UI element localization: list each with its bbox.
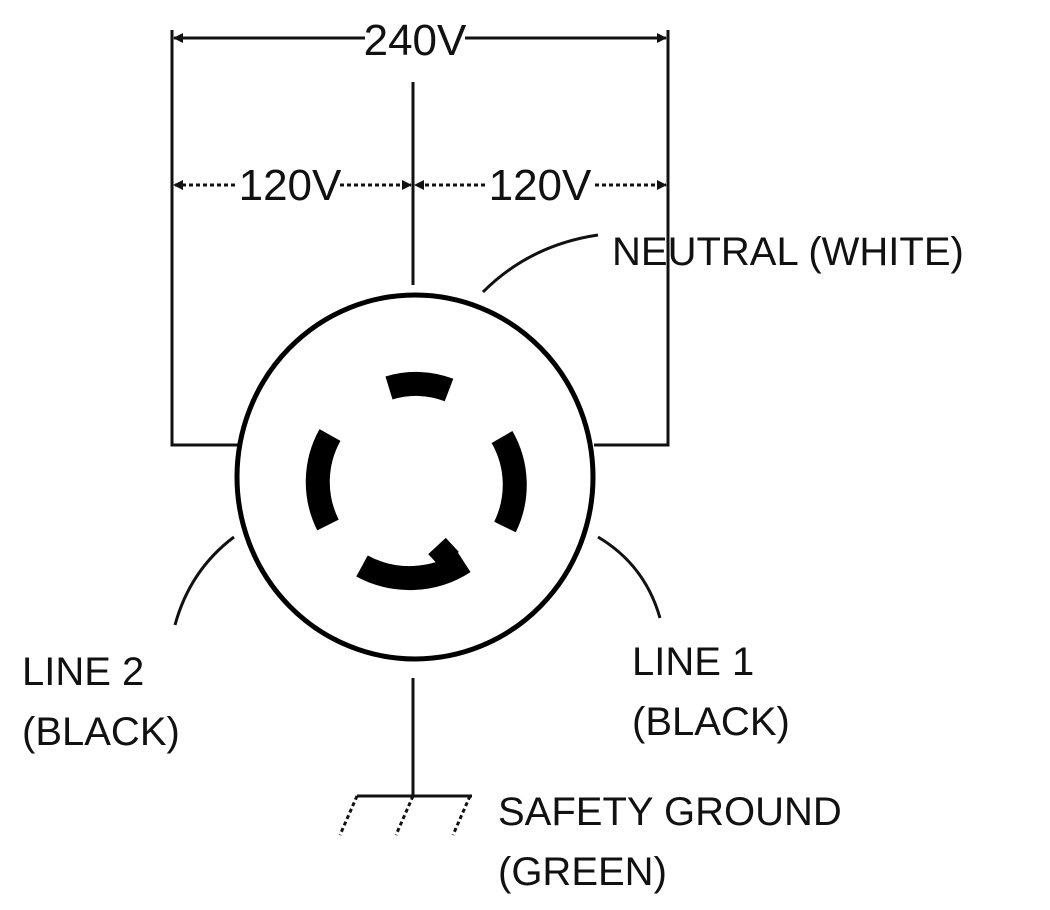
ground-symbol <box>338 794 472 836</box>
voltage-right-label: 120V <box>489 161 592 210</box>
twist-lock-receptacle <box>234 292 596 662</box>
voltage-total-label: 240V <box>364 16 467 65</box>
line2-label-2: (BLACK) <box>22 710 180 754</box>
ground-label-1: SAFETY GROUND <box>498 790 842 834</box>
receptacle-face <box>234 292 596 662</box>
ground-slot <box>356 551 471 591</box>
line2-leader <box>173 535 235 626</box>
neutral-leader <box>481 233 599 294</box>
ground-slot-hook <box>428 537 459 569</box>
line1-label-2: (BLACK) <box>632 700 790 744</box>
line2-slot <box>305 429 341 531</box>
line1-label-1: LINE 1 <box>632 640 754 684</box>
line1-wire <box>594 30 670 447</box>
line2-wire <box>170 30 238 447</box>
line1-leader <box>597 535 662 619</box>
neutral-slot <box>385 371 454 402</box>
voltage-left-label: 120V <box>239 161 342 210</box>
ground-label-2: (GREEN) <box>498 850 667 894</box>
line2-label-1: LINE 2 <box>22 650 144 694</box>
line1-slot <box>491 431 527 533</box>
neutral-label: NEUTRAL (WHITE) <box>612 230 964 274</box>
